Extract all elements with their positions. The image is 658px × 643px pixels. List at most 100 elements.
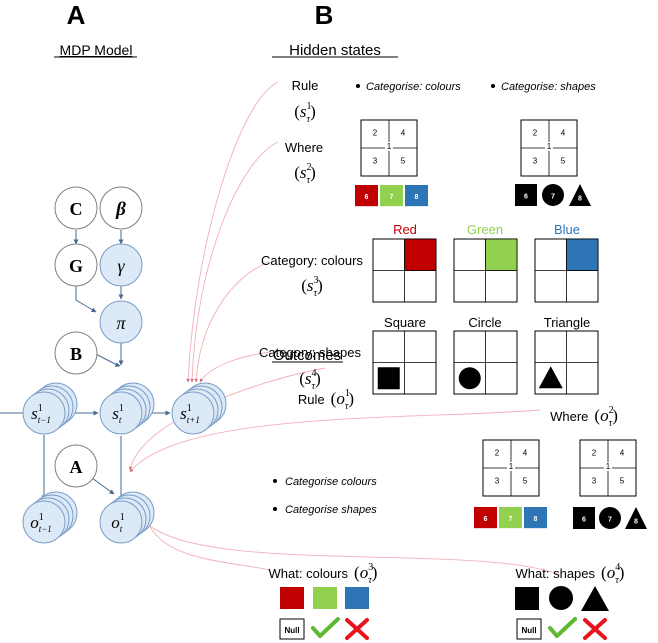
where-position: 4 (401, 128, 406, 137)
circle-shape (458, 367, 481, 390)
category-colour-fill (566, 238, 599, 271)
outcome-where-grid-shapes: 2 413 5 (579, 439, 637, 497)
check-icon (548, 617, 577, 638)
category-shape-grid (372, 330, 437, 395)
what-colours-green-swatch (313, 587, 337, 609)
where-position: 1 (606, 462, 611, 471)
where-position: 5 (620, 476, 625, 485)
what-shapes-triangle (581, 586, 609, 611)
category-shape-grid (453, 330, 518, 395)
check-icon (311, 617, 340, 638)
where-position: 4 (620, 448, 625, 457)
colour-box-label: 7 (390, 194, 394, 201)
node-beta-label: β (115, 199, 126, 220)
category-colour-fill (485, 238, 518, 271)
shape-box-label: 8 (634, 519, 638, 526)
mdp-title: MDP Model (60, 42, 133, 58)
square-shape (377, 367, 400, 390)
node-c (54, 186, 98, 230)
outcome-rule-option-colours: Categorise colours (285, 476, 377, 488)
what-shapes-null-label: Null (521, 626, 536, 635)
where-position: 4 (523, 448, 528, 457)
category-shapes-label: Category: shapes (259, 345, 361, 360)
node-a-label: A (70, 457, 83, 477)
colour-box-label: 8 (415, 194, 419, 201)
shape-box-label: 7 (551, 194, 555, 201)
node-pi-label: π (116, 313, 126, 333)
colour-box-label: 8 (534, 516, 538, 523)
colour-box (355, 185, 378, 207)
colour-box (499, 507, 522, 529)
panel-label-b: B (315, 0, 334, 30)
category-square-label: Square (384, 315, 426, 330)
category-colour-fill (404, 238, 437, 271)
category-colours-label: Category: colours (261, 253, 363, 268)
what-shapes-circle (549, 586, 573, 610)
node-pi (99, 300, 143, 344)
what-colours-null-box (279, 618, 305, 640)
triangle-shape (538, 366, 563, 389)
shape-box-label: 6 (524, 194, 528, 201)
where-position: 3 (495, 476, 500, 485)
what-colours-null-label: Null (284, 626, 299, 635)
where-position: 3 (533, 156, 538, 165)
node-gamma-label: γ (117, 256, 125, 276)
where-position: 1 (387, 142, 392, 151)
where-position: 2 (533, 128, 538, 137)
where-position: 5 (401, 156, 406, 165)
node-b-label: B (70, 344, 82, 364)
category-circle-label: Circle (468, 315, 501, 330)
category-colour-grid (534, 238, 599, 303)
shape-box-triangle (569, 184, 591, 206)
colour-box (405, 185, 428, 207)
outcomes-title: Outcomes (273, 347, 341, 364)
what-shapes-square (515, 587, 539, 610)
category-blue-label: Blue (554, 222, 580, 237)
where-position: 2 (592, 448, 597, 457)
where-position: 5 (523, 476, 528, 485)
colour-box (380, 185, 403, 207)
node-g (54, 243, 98, 287)
shape-box-label: 6 (582, 517, 586, 524)
shape-box-square (515, 184, 537, 206)
colour-box-label: 7 (509, 516, 513, 523)
colour-box-label: 6 (484, 516, 488, 523)
where-position: 4 (561, 128, 566, 137)
node-g-label: G (69, 256, 83, 276)
node-c-label: C (70, 199, 83, 219)
where-position: 3 (592, 476, 597, 485)
what-shapes-null-box (516, 618, 542, 640)
hidden-states-title: Hidden states (289, 42, 381, 59)
what-colours-red-swatch (280, 587, 304, 609)
category-red-label: Red (393, 222, 417, 237)
shape-box-label: 8 (578, 196, 582, 203)
where-position: 3 (373, 156, 378, 165)
